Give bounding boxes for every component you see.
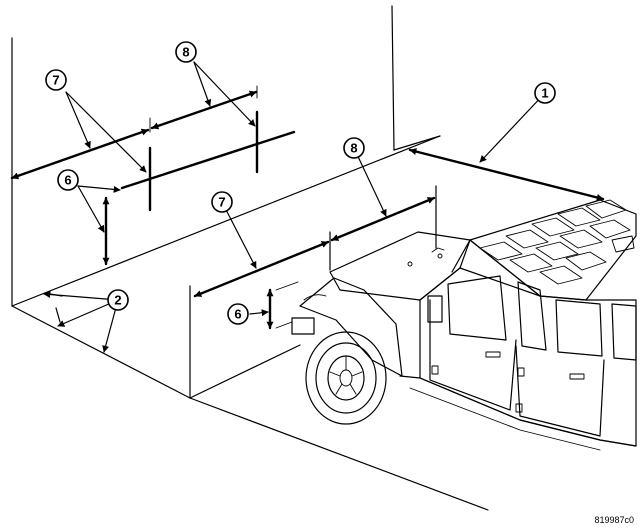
dimension-6-upper bbox=[77, 185, 121, 266]
callout-8-upper: 8 bbox=[175, 41, 197, 63]
roof-slats bbox=[479, 199, 635, 285]
dimension-8-upper bbox=[150, 61, 258, 130]
wall-outline bbox=[11, 5, 489, 511]
svg-text:1: 1 bbox=[541, 86, 548, 101]
svg-text:6: 6 bbox=[64, 173, 71, 188]
dimension-7-lower bbox=[193, 201, 330, 298]
svg-text:8: 8 bbox=[350, 141, 357, 156]
callout-7-lower: 7 bbox=[211, 191, 233, 213]
svg-text:2: 2 bbox=[114, 293, 121, 308]
dimension-7-upper bbox=[10, 91, 150, 180]
figure-id: 819987c0 bbox=[594, 515, 634, 525]
dimension-2 bbox=[43, 291, 119, 353]
callout-7-upper: 7 bbox=[45, 69, 67, 91]
svg-text:7: 7 bbox=[52, 73, 59, 88]
svg-text:6: 6 bbox=[234, 307, 241, 322]
svg-text:8: 8 bbox=[182, 45, 189, 60]
dimension-8-lower bbox=[330, 147, 436, 242]
callout-6-lower: 6 bbox=[227, 303, 249, 325]
callout-2: 2 bbox=[107, 289, 129, 311]
wall-guide-line bbox=[120, 85, 296, 212]
callout-6-upper: 6 bbox=[57, 169, 79, 191]
callout-8-lower: 8 bbox=[343, 137, 365, 159]
dimension-1 bbox=[408, 92, 605, 201]
dimension-6-lower bbox=[249, 281, 299, 330]
svg-text:7: 7 bbox=[218, 195, 225, 210]
vehicle bbox=[291, 199, 637, 451]
callout-1: 1 bbox=[534, 82, 556, 104]
